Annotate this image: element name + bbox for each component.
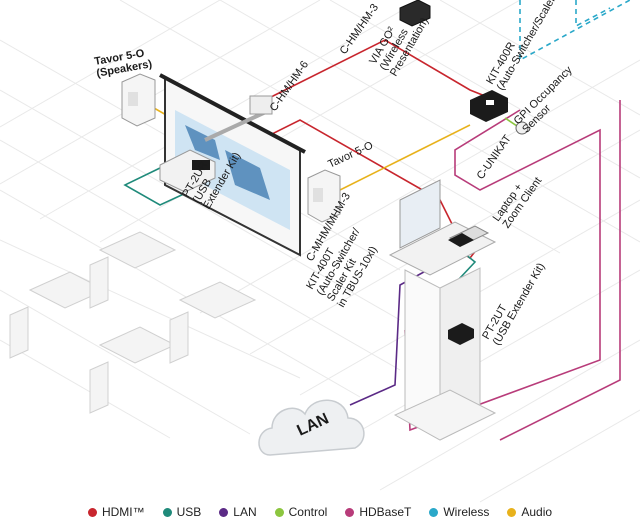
c-unikat-label: C-UNIKAT [475,133,514,182]
pt-2ut-label: PT-2UT (USB Extender Kit) [480,255,547,347]
legend-item: LAN [219,505,257,519]
audio-cable [319,124,471,201]
legend-label: Audio [521,505,553,519]
legend-label: Wireless [443,505,490,519]
lan-cloud [258,399,365,456]
legend-color-dot [429,507,439,517]
lectern [388,179,497,441]
gpi-sensor [515,121,529,135]
kit-400r-device [470,90,508,122]
legend-item: HDBaseT [345,505,411,519]
legend-color-dot [507,507,517,517]
background-grid [0,0,640,503]
legend: HDMI™ USB LAN Control HDBaseT Wireless Audio [0,500,640,524]
legend-item: Wireless [429,505,489,519]
legend-item: HDMI™ [87,505,145,519]
speaker-left [121,73,156,127]
pt-2ut-device [448,323,474,345]
legend-label: Control [288,505,328,519]
hdbaset-cable-2 [499,100,621,441]
legend-item: Audio [507,505,552,519]
legend-label: HDMI™ [101,505,145,519]
projection-screen [159,73,306,257]
legend-color-dot [162,507,172,517]
kit-400t-label: KIT-400T (Auto-Switcher/ Scaler Kit in T… [304,218,385,310]
tavor-right-label: Tavor 5-O [326,139,375,170]
legend-color-dot [345,507,355,517]
legend-label: HDBaseT [359,505,412,519]
c-hm-hm-6-label: C-HM/HM-6 [268,59,311,114]
legend-label: USB [176,505,202,519]
legend-item: USB [162,505,202,519]
gpi-sensor-label: GPI Occupancy Sensor [512,62,586,136]
labels: Tavor 5-O (Speakers) C-HM/HM-6 C-HM/HM-3… [93,0,586,440]
legend-color-dot [87,507,97,517]
legend-label: LAN [233,505,257,519]
classroom-furniture [9,231,257,414]
legend-item: Control [274,505,328,519]
laptop-label: Laptop + Zoom Client [491,168,545,230]
via-go-device [399,0,431,27]
projector [159,95,273,193]
wireless-cable [519,0,631,62]
tavor-speakers-label: Tavor 5-O (Speakers) [93,46,153,79]
legend-color-dot [274,507,284,517]
legend-color-dot [219,507,229,517]
speaker-right [307,169,341,223]
